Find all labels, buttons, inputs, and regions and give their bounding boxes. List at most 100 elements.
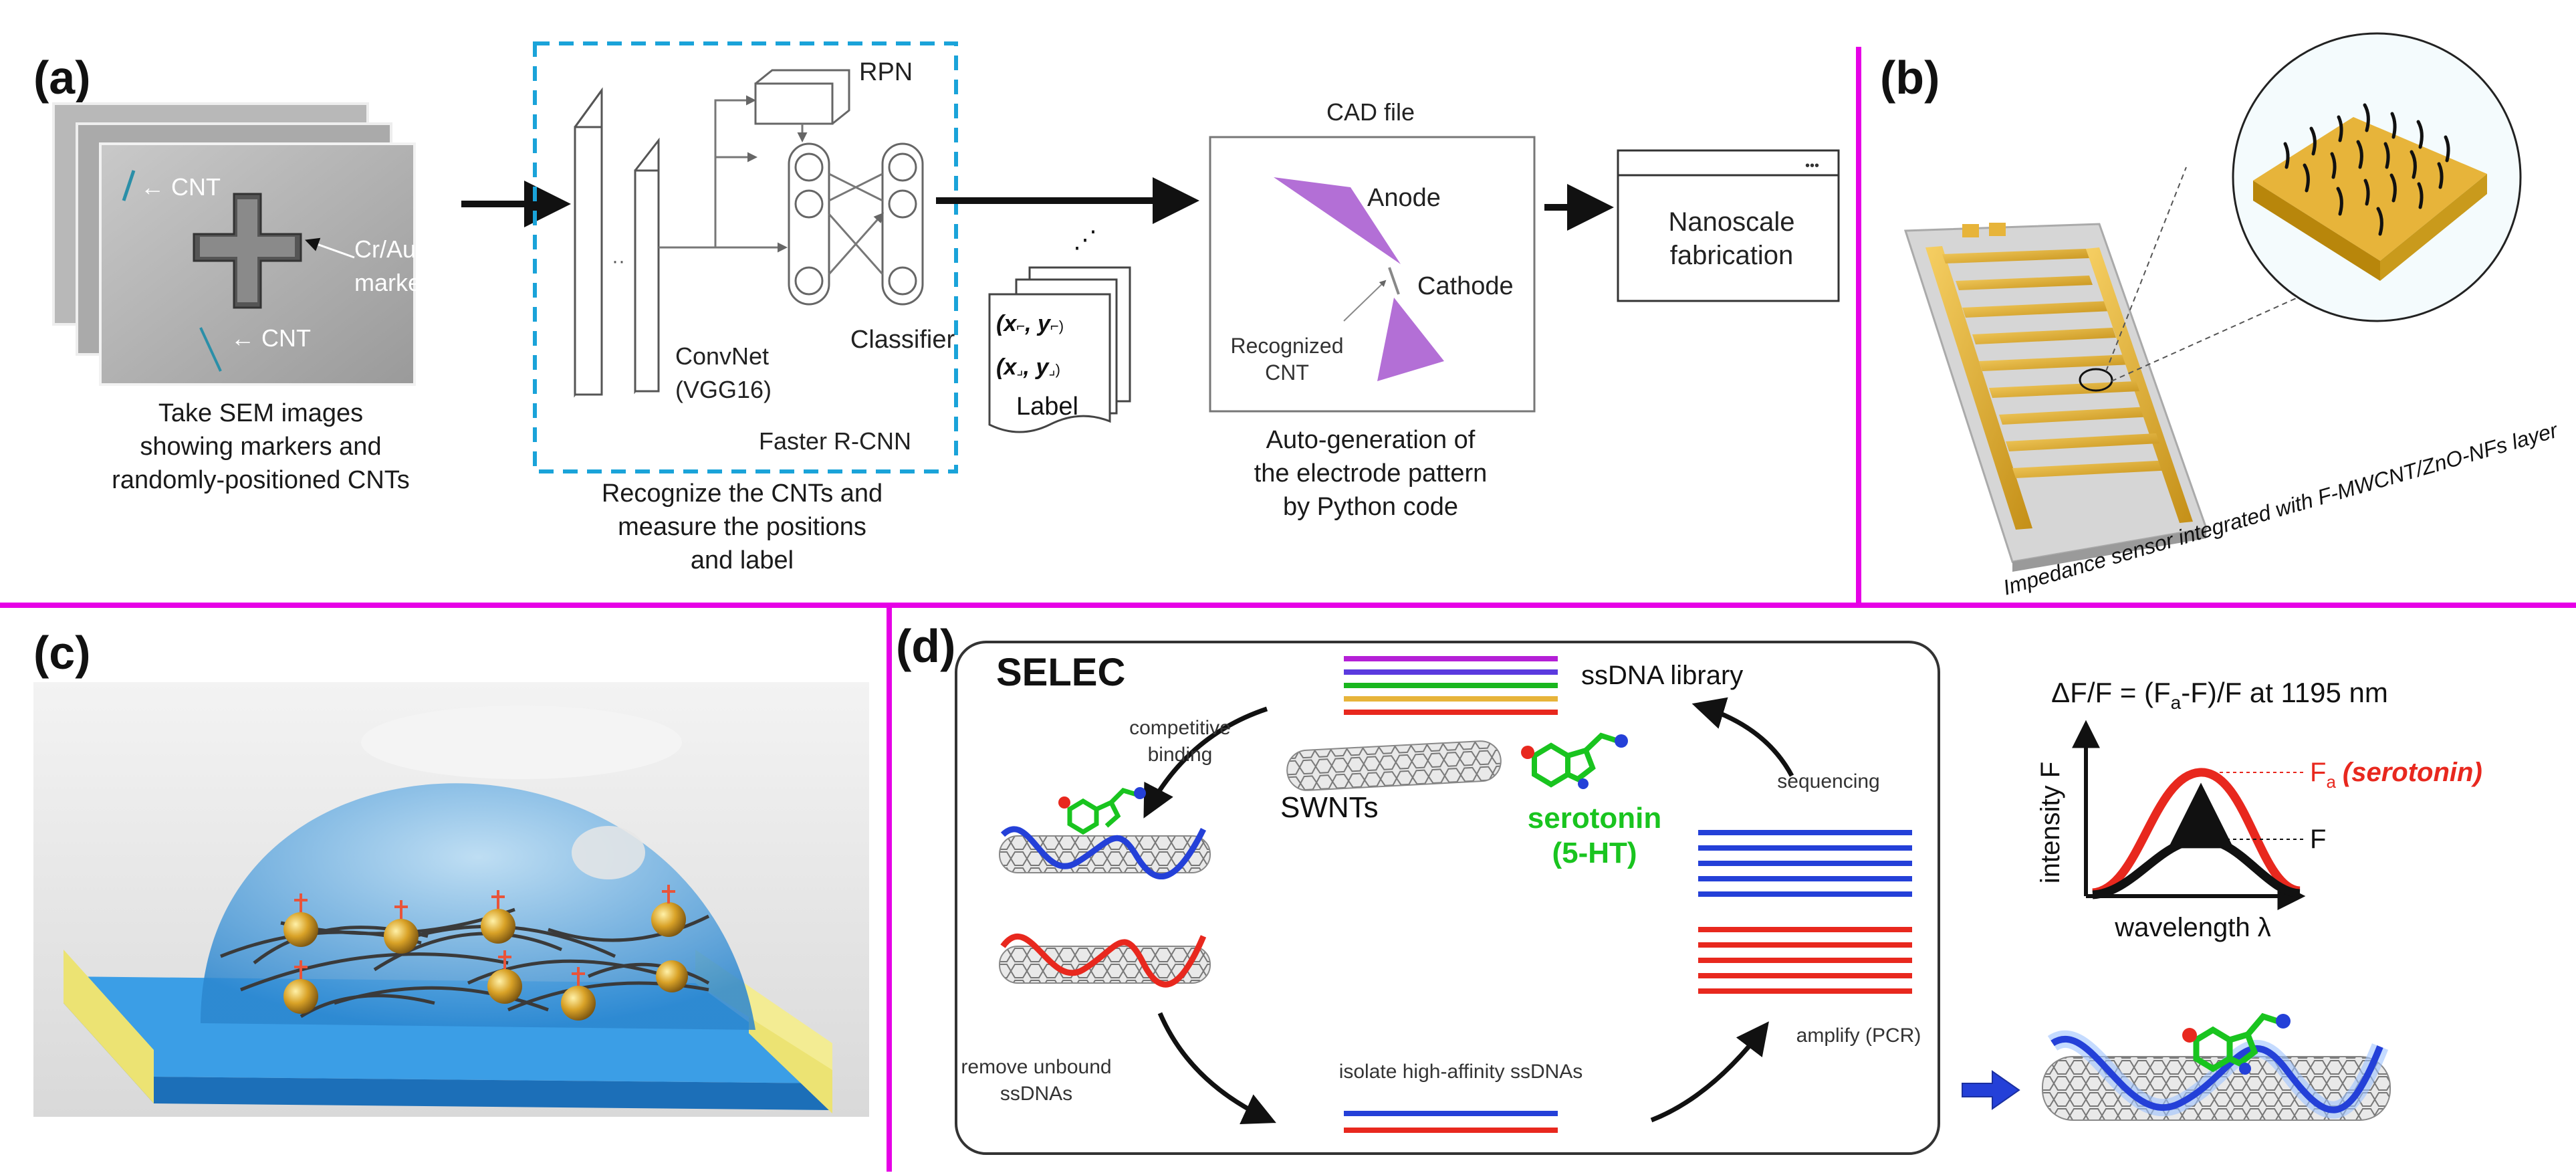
zoom-gold-block [2253,117,2487,261]
unbound-tube [999,946,1211,984]
classifier-connections [828,173,883,275]
sem-cnt-label-1: ← CNT [140,173,221,201]
window-dots: ••• [1805,158,1819,173]
substrate-front [154,1077,832,1110]
arrow-sequencing [1691,697,1794,777]
panel-label-a: (a) [33,51,91,104]
caption-sem-3: randomly-positioned CNTs [112,466,410,494]
fab-label-1: Nanoscale [1668,207,1794,237]
amplify-label: amplify (PCR) [1796,1025,1921,1047]
bound-ssdna [1000,826,1207,879]
node-2c [888,266,917,296]
ssdna-library-lines [1344,656,1558,715]
cnt-strand-2 [199,327,222,372]
cnt-strand-1 [122,170,136,201]
classifier-label: Classifier [850,326,955,354]
flow-to-classifier [659,152,757,249]
caption-cad-3: by Python code [1283,493,1458,521]
panel-label-c: (c) [33,627,91,679]
panel-c [33,682,869,1117]
marker-pointer [305,237,355,259]
sem-marker-label-2: marker [354,269,429,296]
classifier-column-2 [881,142,924,306]
dome-highlight-small [572,826,645,879]
isolate-label: isolate high-affinity ssDNAs [1339,1061,1583,1083]
recognized-label-2: CNT [1265,360,1309,385]
label-coord-1: (x⌐, y⌐) [996,311,1064,336]
zoom-nanotubes [2283,103,2450,236]
sem-marker-label-1: Cr/Au [354,235,416,263]
result-arrow [1962,1070,2020,1110]
serotonin-molecule [1521,732,1628,789]
graph-ylabel: intensity F [2036,762,2065,883]
label-ellipsis: ⋰ [1073,225,1097,253]
label-document: ⋰ (x⌐, y⌐) (x⌟, y⌟) Label [988,225,1131,433]
cathode-shape [1377,298,1444,381]
result-tube [2042,1056,2391,1121]
swnts-label: SWNTs [1280,791,1379,824]
convnet-slab-1-top [574,90,603,128]
zoom-line-2 [2111,287,2321,382]
label-coord-2: (x⌟, y⌟) [996,354,1060,380]
selec-box [955,641,1940,1155]
caption-nn-2: measure the positions [618,513,866,541]
serotonin-label-2: (5-HT) [1552,837,1637,869]
anode-shape [1274,177,1401,264]
convnet-slab-2 [634,169,660,393]
ssdna-library-label: ssDNA library [1581,661,1743,690]
competitive-label-1: competitive [1129,717,1231,739]
convnet-slab-1 [574,126,603,396]
f-label: F [2310,825,2326,854]
node-2a [888,152,917,182]
node-1b [794,189,824,219]
rpn-box [754,82,834,125]
convnet-label-2: (VGG16) [675,376,772,403]
panel-d: SELEC ssDNA library competitive binding … [955,641,2482,1155]
fab-label-2: fabrication [1670,241,1794,270]
zoom-gold-side-right [2380,174,2487,281]
node-1c [794,266,824,296]
graph-xlabel: wavelength λ [2114,913,2270,942]
panel-label-b: (b) [1880,51,1940,104]
formula: ΔF/F = (Fa-F)/F at 1195 nm [2051,677,2388,713]
pad-2 [1989,223,2006,236]
caption-cad-2: the electrode pattern [1254,459,1488,488]
cad-file-box [1209,136,1536,413]
panel-label-d: (d) [896,620,955,672]
arrow-competitive [1143,706,1268,819]
convnet-ellipsis: ·· [612,250,625,272]
arrow-amplify [1650,1021,1769,1123]
competitive-label-2: binding [1148,744,1213,766]
interdigitated-electrodes [1925,246,2193,530]
caption-nn-3: and label [691,546,794,574]
panel-a: ← CNT ← CNT Cr/Au marker Take SEM images… [52,41,1840,574]
sensor-chip-edge [2012,528,2206,572]
remove-label-1: remove unbound [961,1056,1111,1078]
classifier-column-1 [788,142,830,306]
faster-rcnn-label: Faster R-CNN [759,427,911,455]
selec-title: SELEC [996,651,1125,694]
amplified-red-lines [1698,927,1912,994]
label-sheet-front [988,293,1111,433]
cad-title: CAD file [1326,98,1415,126]
zoom-line-1 [2105,167,2187,372]
electrode-left [64,950,154,1103]
arrow-remove [1157,1012,1276,1124]
panel-b: Impedance sensor integrated with F-MWCNT… [1903,32,2561,600]
bound-serotonin [1058,787,1146,835]
sequencing-label: sequencing [1777,770,1879,792]
faster-rcnn-box [533,41,958,473]
cr-au-marker-inner [200,199,295,302]
pad-1 [1962,224,1979,237]
caption-nn-1: Recognize the CNTs and [602,479,883,508]
gold-nanoparticles [283,902,688,1021]
recognized-pointer [1343,280,1387,322]
recognized-cnt-line [1388,267,1400,295]
zoom-spot [2079,368,2113,392]
surface-molecules [294,885,675,986]
fluorescence-graph: intensity F wavelength λ Fa(serotonin) F [2036,720,2482,942]
anode-label: Anode [1367,184,1441,212]
dome-highlight [361,706,682,779]
